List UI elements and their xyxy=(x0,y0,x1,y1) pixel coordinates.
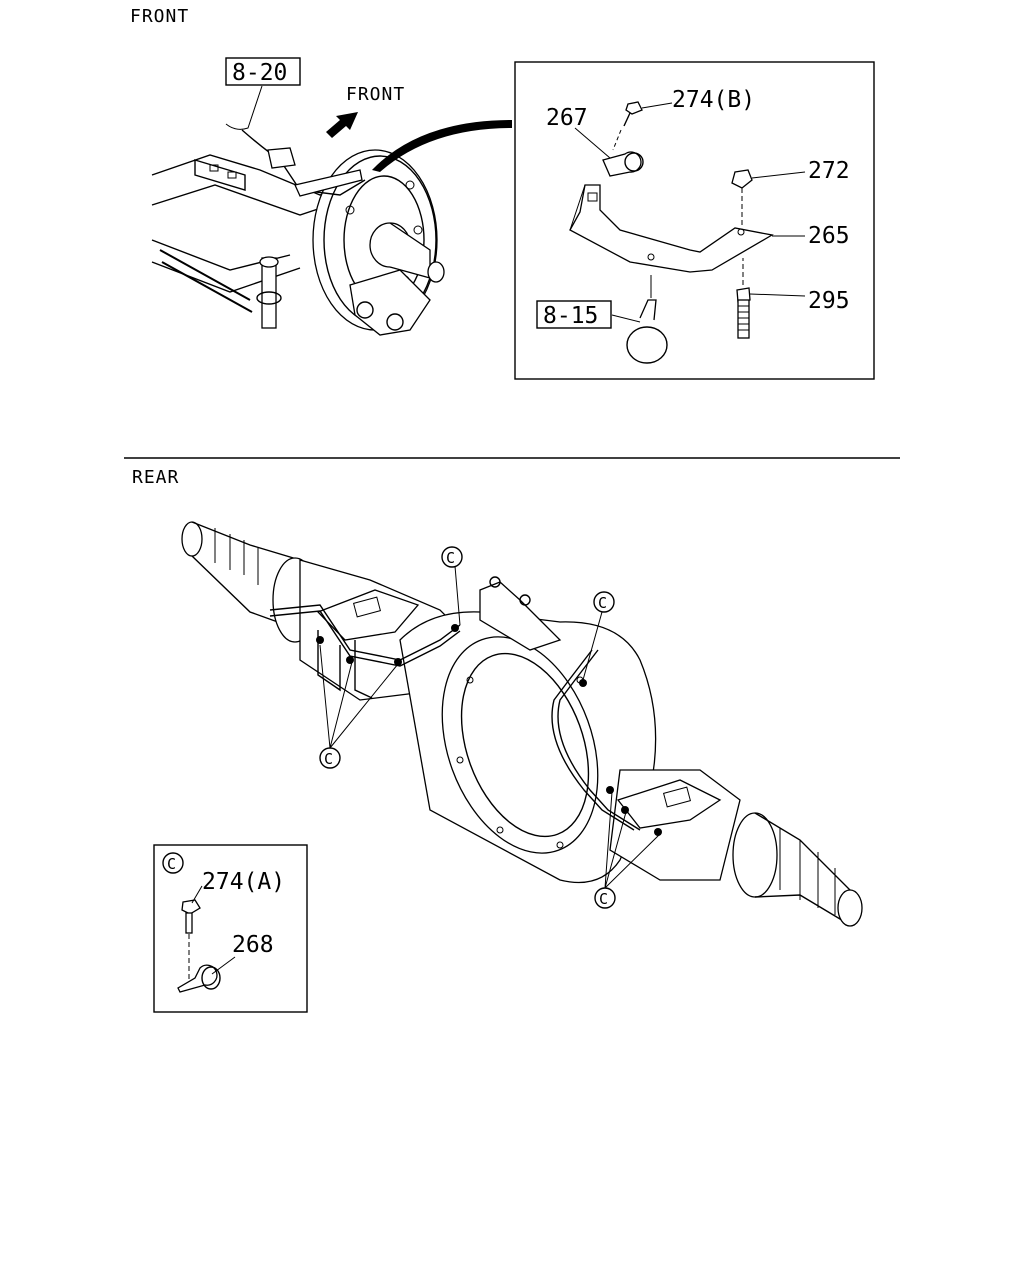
front-detail-parts xyxy=(569,101,774,364)
front-direction-arrow-icon xyxy=(326,112,358,138)
rear-axle-drawing xyxy=(181,521,863,927)
callout-c-3[interactable]: C xyxy=(319,747,341,769)
callout-c-3-label: C xyxy=(324,750,333,768)
rear-detail-frame xyxy=(153,844,308,1013)
callout-c-4[interactable]: C xyxy=(594,887,616,909)
label-267: 267 xyxy=(546,105,588,131)
rear-callout-leaders xyxy=(319,565,661,889)
rear-detail-parts xyxy=(177,885,236,993)
label-274b: 274(B) xyxy=(672,87,755,113)
front-section-title: FRONT xyxy=(130,6,189,27)
ref-box-8-20-label: 8-20 xyxy=(232,60,287,86)
front-axle-drawing xyxy=(151,129,445,336)
callout-c-2-label: C xyxy=(598,594,607,612)
detail-pointer-arrow xyxy=(372,120,512,172)
callout-c-2[interactable]: C xyxy=(593,591,615,613)
front-detail-frame xyxy=(514,61,875,380)
rear-section-title: REAR xyxy=(132,467,179,488)
front-detail-leaders xyxy=(574,102,806,323)
label-295: 295 xyxy=(808,288,850,314)
rear-detail-callout-label: C xyxy=(167,855,176,873)
ref-8-20-leader xyxy=(225,85,263,130)
rear-detail-callout: C xyxy=(162,852,184,874)
label-265: 265 xyxy=(808,223,850,249)
ref-box-8-15[interactable]: 8-15 xyxy=(536,300,612,329)
callout-c-1[interactable]: C xyxy=(441,546,463,568)
callout-c-1-label: C xyxy=(446,549,455,567)
front-direction-label: FRONT xyxy=(346,84,405,105)
label-272: 272 xyxy=(808,158,850,184)
ref-box-8-15-label: 8-15 xyxy=(543,303,598,329)
ref-box-8-20[interactable]: 8-20 xyxy=(225,57,301,86)
label-274a: 274(A) xyxy=(202,869,285,895)
callout-c-4-label: C xyxy=(599,890,608,908)
label-268: 268 xyxy=(232,932,274,958)
